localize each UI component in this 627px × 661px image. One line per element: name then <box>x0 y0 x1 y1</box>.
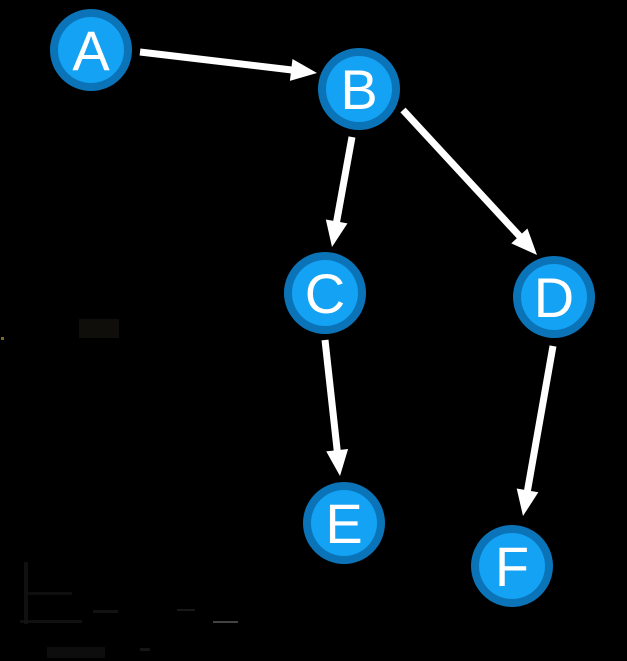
node-label: E <box>325 492 362 555</box>
edge-B-D <box>400 107 537 255</box>
edge-arrowhead <box>325 219 348 247</box>
edge-arrowhead <box>511 228 537 255</box>
edge-line <box>139 48 298 75</box>
node-body <box>292 260 358 326</box>
graph-node-C[interactable]: C <box>284 252 366 334</box>
graph-node-A[interactable]: A <box>50 9 132 91</box>
edge-line <box>400 107 526 243</box>
edge-D-F <box>516 345 557 516</box>
node-label: D <box>534 266 574 329</box>
edge-arrowhead <box>326 448 349 476</box>
node-label: C <box>305 262 345 325</box>
graph-node-F[interactable]: F <box>471 525 553 607</box>
node-body <box>521 264 587 330</box>
edge-arrowhead <box>289 59 317 81</box>
edge-C-E <box>321 339 349 476</box>
edge-arrowhead <box>516 488 539 516</box>
edge-line <box>321 339 342 457</box>
node-label: F <box>495 535 529 598</box>
node-body <box>311 490 377 556</box>
node-body <box>326 56 392 122</box>
graph-node-D[interactable]: D <box>513 256 595 338</box>
node-body <box>58 17 124 83</box>
graph-node-E[interactable]: E <box>303 482 385 564</box>
edge-line <box>523 345 557 497</box>
node-label: B <box>340 58 377 121</box>
edge-line <box>332 136 356 228</box>
edge-B-C <box>325 136 356 247</box>
node-body <box>479 533 545 599</box>
node-label: A <box>72 19 110 82</box>
edge-A-B <box>139 48 317 81</box>
graph-node-B[interactable]: B <box>318 48 400 130</box>
